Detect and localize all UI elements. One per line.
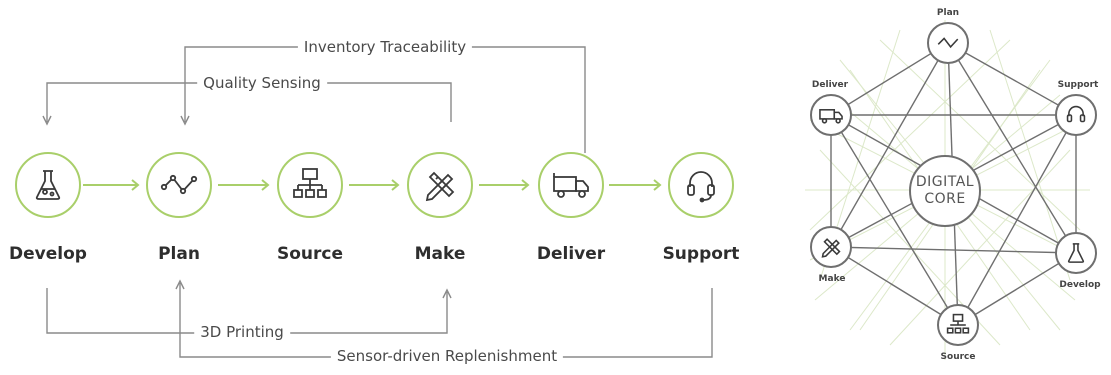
stage-label-support: Support bbox=[662, 244, 740, 264]
stage-label-plan: Plan bbox=[158, 244, 200, 264]
stage-node-deliver bbox=[538, 152, 604, 218]
digital-core: DIGITAL CORE bbox=[909, 155, 981, 227]
digital-core-line2: CORE bbox=[924, 191, 966, 207]
stage-node-support bbox=[668, 152, 734, 218]
headset-icon bbox=[1066, 105, 1086, 123]
core-node-plan bbox=[927, 22, 969, 64]
truck-icon bbox=[553, 173, 589, 198]
headset-icon bbox=[687, 171, 715, 203]
core-label-make: Make bbox=[818, 274, 846, 284]
flask-icon bbox=[35, 170, 61, 200]
core-label-plan: Plan bbox=[936, 8, 960, 18]
flask-icon bbox=[1067, 243, 1085, 263]
stage-label-source: Source bbox=[276, 244, 344, 264]
network-icon bbox=[293, 168, 327, 198]
truck-icon bbox=[819, 109, 843, 124]
core-node-develop bbox=[1055, 232, 1097, 274]
core-label-support: Support bbox=[1057, 80, 1099, 90]
line-chart-icon bbox=[160, 174, 198, 195]
network-icon bbox=[946, 313, 970, 334]
core-node-deliver bbox=[810, 94, 852, 136]
stage-node-source bbox=[277, 152, 343, 218]
flow-label-inventory-traceability: Inventory Traceability bbox=[297, 38, 473, 56]
stage-label-make: Make bbox=[414, 244, 466, 264]
pencil-ruler-icon bbox=[425, 171, 455, 202]
line-chart-icon bbox=[937, 37, 959, 49]
core-node-support bbox=[1055, 94, 1097, 136]
flow-label-3d-printing: 3D Printing bbox=[194, 323, 290, 341]
stage-label-deliver: Deliver bbox=[536, 244, 606, 264]
core-node-source bbox=[937, 304, 979, 346]
flow-label-quality-sensing: Quality Sensing bbox=[197, 74, 327, 92]
stage-label-develop: Develop bbox=[9, 244, 87, 264]
stage-node-develop bbox=[15, 152, 81, 218]
core-label-source: Source bbox=[940, 352, 976, 362]
pencil-ruler-icon bbox=[821, 238, 841, 258]
stage-node-make bbox=[407, 152, 473, 218]
core-label-deliver: Deliver bbox=[811, 80, 849, 90]
flow-label-sensor-replenishment: Sensor-driven Replenishment bbox=[330, 347, 564, 365]
core-node-make bbox=[810, 226, 852, 268]
stage-node-plan bbox=[146, 152, 212, 218]
digital-core-line1: DIGITAL bbox=[915, 174, 975, 190]
core-label-develop: Develop bbox=[1059, 280, 1101, 290]
